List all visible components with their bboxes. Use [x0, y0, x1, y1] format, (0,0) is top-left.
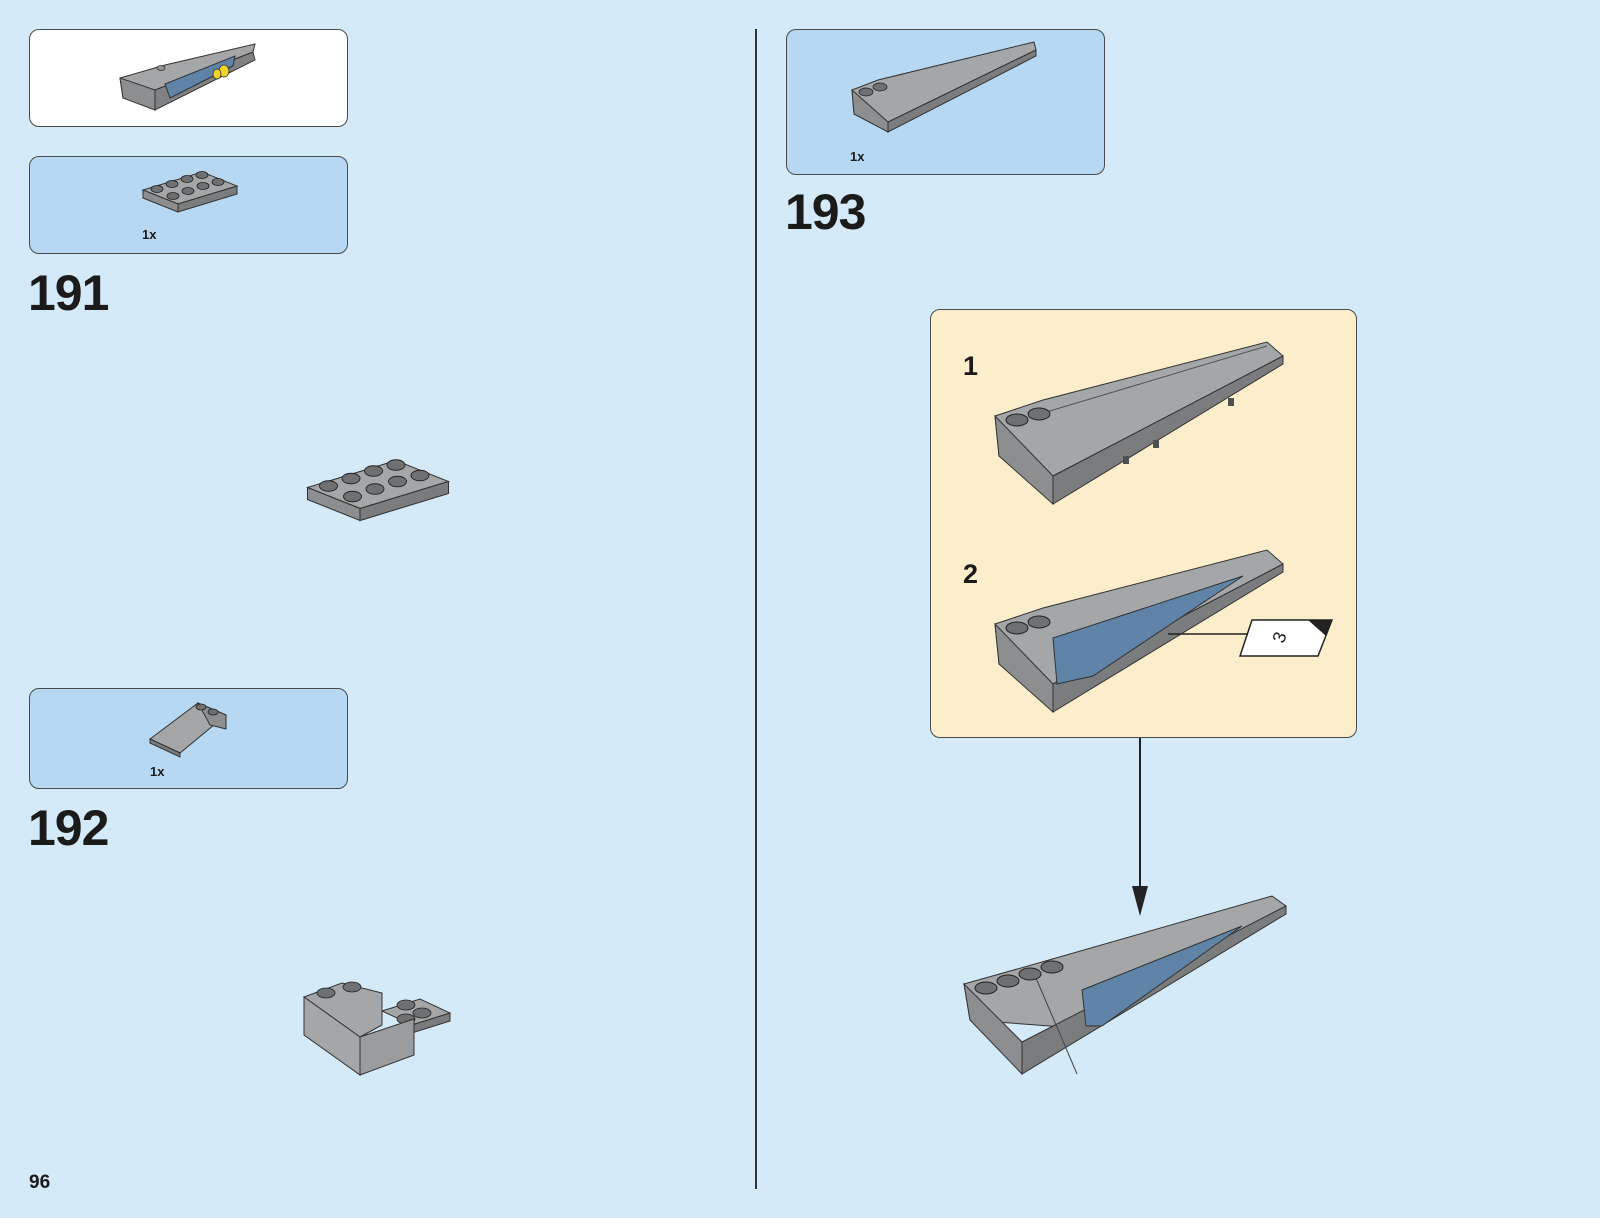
wedge-substep-1-image [993, 338, 1286, 508]
placement-arrow [1130, 738, 1150, 918]
wedge-build-image-193 [962, 892, 1306, 1082]
substep-number-2: 2 [963, 561, 978, 588]
plate-2x4-part-icon [140, 168, 240, 218]
slope-on-plate-build-image [302, 975, 452, 1080]
page-divider [755, 29, 757, 1189]
step-number-192: 192 [28, 803, 108, 853]
model-preview-icon [115, 38, 265, 118]
part-quantity: 1x [150, 764, 164, 779]
step-number-191: 191 [28, 268, 108, 318]
plate-2x4-build-image [303, 447, 453, 537]
step-number-193: 193 [785, 187, 865, 237]
slope-2x2-part-icon [148, 697, 230, 759]
part-quantity: 1x [850, 149, 864, 164]
part-quantity: 1x [142, 227, 156, 242]
wedge-slope-part-icon [848, 40, 1040, 150]
page-number: 96 [29, 1172, 50, 1194]
substep-number-1: 1 [963, 353, 978, 380]
